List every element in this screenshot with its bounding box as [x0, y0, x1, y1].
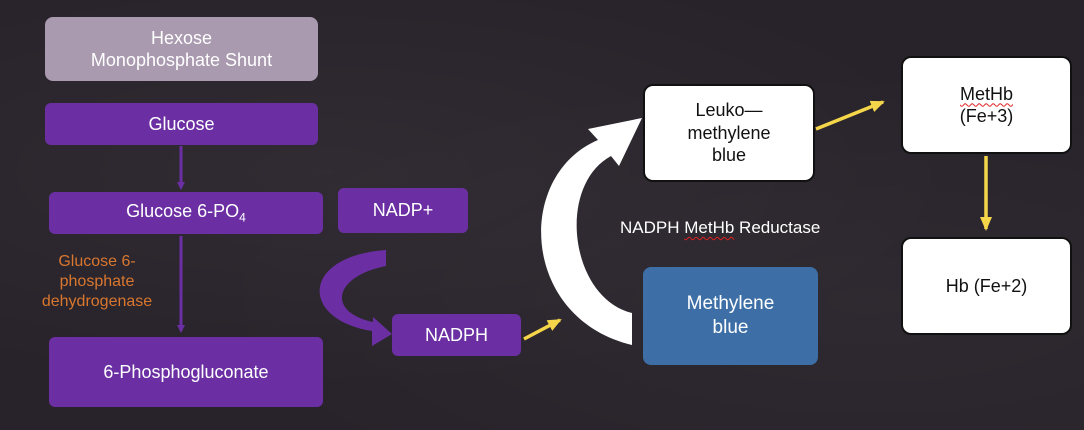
enzyme-line-1: Glucose 6- [58, 253, 136, 270]
methylene-line-1: Methylene [686, 293, 775, 315]
phosphogluconate-box: 6-Phosphogluconate [49, 337, 323, 407]
hb-box: Hb (Fe+2) [901, 237, 1072, 335]
leuko-line-3: blue [711, 145, 747, 166]
arrow-leuko-to-methb [815, 100, 885, 131]
hb-label: Hb (Fe+2) [945, 275, 1028, 296]
methylene-blue-box: Methylene blue [643, 267, 818, 365]
nadph-box: NADPH [392, 314, 521, 356]
hexose-line-2: Monophosphate Shunt [90, 50, 273, 70]
reductase-label: NADPH MetHb Reductase [620, 217, 860, 238]
hexose-line-1: Hexose [150, 27, 213, 48]
glucose-6-po4-subscript: 4 [239, 210, 246, 225]
enzyme-line-2: phosphate [59, 273, 135, 290]
reductase-part-3: Reductase [734, 218, 821, 237]
glucose-6-po4-box: Glucose 6-PO4 [49, 192, 323, 234]
reductase-part-1: NADPH [620, 218, 685, 237]
nadp-plus-label: NADP+ [372, 200, 434, 221]
nadp-plus-box: NADP+ [338, 188, 468, 233]
phosphogluconate-label: 6-Phosphogluconate [103, 361, 269, 382]
glucose-box: Glucose [45, 103, 318, 145]
arrow-nadp-to-nadph [319, 250, 392, 346]
leuko-line-1: Leuko— [695, 100, 763, 121]
hexose-shunt-box: Hexose Monophosphate Shunt [45, 17, 318, 81]
glucose-6-po4-label: Glucose 6-PO4 [126, 200, 246, 226]
methylene-line-2: blue [712, 317, 749, 338]
methb-line-2: (Fe+3) [959, 106, 1014, 126]
reductase-part-2: MetHb [684, 218, 735, 237]
arrow-nadph-to-cycle [523, 318, 562, 341]
methb-line-1: MetHb [959, 83, 1013, 104]
methb-box: MetHb (Fe+3) [901, 56, 1072, 154]
leuko-line-2: methylene [687, 122, 771, 143]
enzyme-label: Glucose 6- phosphate dehydrogenase [22, 252, 172, 312]
glucose-label: Glucose [148, 113, 215, 134]
leuko-methylene-blue-box: Leuko— methylene blue [643, 84, 815, 182]
enzyme-line-3: dehydrogenase [41, 293, 153, 310]
glucose-6-po4-text: Glucose 6-PO [126, 201, 240, 222]
arrow-methylene-to-leuko-cycle [541, 118, 642, 345]
nadph-label: NADPH [424, 324, 488, 345]
